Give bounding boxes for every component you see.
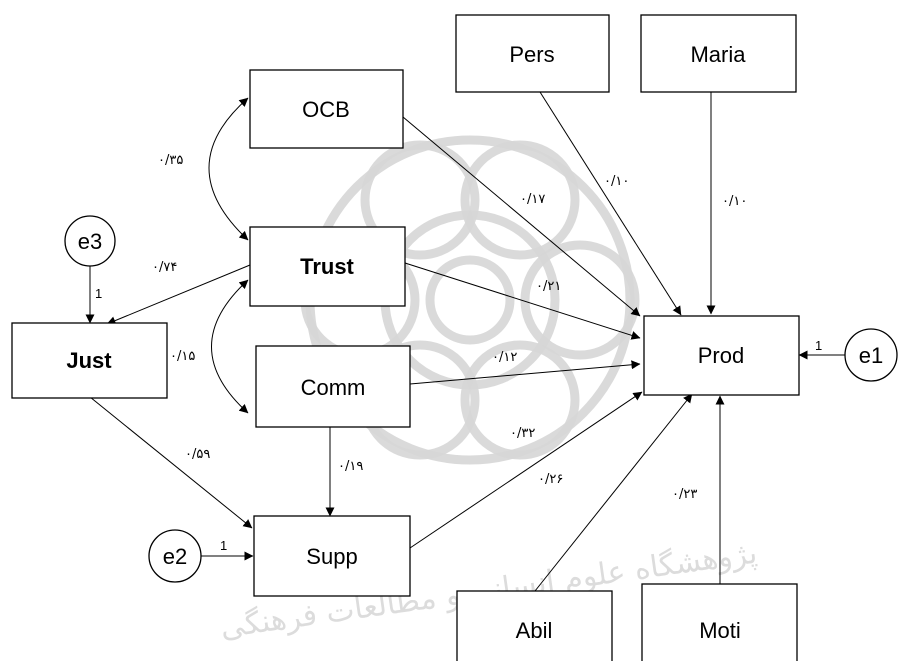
- node-moti: Moti: [641, 583, 798, 661]
- node-trust: Trust: [249, 226, 406, 307]
- node-pers: Pers: [455, 14, 610, 93]
- error-e1: e1: [844, 328, 898, 382]
- error-e3: e3: [64, 215, 116, 267]
- edge-supp-prod: [409, 391, 643, 549]
- node-comm: Comm: [255, 345, 411, 428]
- node-supp: Supp: [253, 515, 411, 597]
- error-e1-label: e1: [859, 343, 883, 368]
- edge-abil-prod: [534, 393, 693, 592]
- coef-trust-comm: ۰/۱۵: [170, 349, 195, 364]
- edge-trust-prod: [404, 262, 641, 340]
- coef-pers-prod: ۰/۱۰: [604, 174, 629, 189]
- edge-trust-just: [106, 264, 251, 325]
- node-supp-label: Supp: [306, 544, 357, 569]
- fixed-loading-e3: 1: [95, 286, 102, 301]
- node-comm-label: Comm: [301, 375, 366, 400]
- fixed-loading-e1: 1: [815, 338, 822, 353]
- node-ocb-label: OCB: [302, 97, 350, 122]
- coef-trust-prod: ۰/۲۱: [536, 279, 561, 294]
- coef-just-supp: ۰/۵۹: [185, 447, 210, 462]
- node-abil-label: Abil: [516, 618, 553, 643]
- coef-ocb-trust: ۰/۳۵: [158, 153, 183, 168]
- edge-ocb-prod: [402, 116, 641, 317]
- node-moti-label: Moti: [699, 618, 741, 643]
- error-e2-label: e2: [163, 544, 187, 569]
- covariance-trust-comm: [211, 279, 249, 414]
- coef-supp-prod: ۰/۳۲: [510, 426, 535, 441]
- coef-moti-prod: ۰/۲۳: [672, 487, 697, 502]
- node-maria-label: Maria: [690, 42, 746, 67]
- coef-maria-prod: ۰/۱۰: [722, 194, 747, 209]
- node-trust-label: Trust: [300, 254, 354, 279]
- edge-just-supp: [89, 396, 253, 529]
- edge-pers-prod: [539, 91, 682, 316]
- node-abil: Abil: [456, 590, 613, 661]
- edge-comm-prod: [409, 360, 641, 385]
- coef-ocb-prod: ۰/۱۷: [520, 192, 545, 207]
- node-just: Just: [11, 322, 168, 399]
- error-e3-label: e3: [78, 229, 102, 254]
- node-just-label: Just: [66, 348, 112, 373]
- fixed-loading-e2: 1: [220, 538, 227, 553]
- node-maria: Maria: [640, 14, 797, 93]
- coef-abil-prod: ۰/۲۶: [538, 472, 563, 487]
- node-prod-label: Prod: [698, 343, 744, 368]
- coef-comm-prod: ۰/۱۲: [492, 350, 517, 365]
- covariance-ocb-trust: [208, 97, 249, 241]
- coef-trust-just: ۰/۷۴: [152, 260, 177, 275]
- node-prod: Prod: [643, 315, 800, 396]
- coef-comm-supp: ۰/۱۹: [338, 459, 363, 474]
- node-ocb: OCB: [249, 69, 404, 149]
- error-e2: e2: [148, 529, 202, 583]
- node-pers-label: Pers: [509, 42, 554, 67]
